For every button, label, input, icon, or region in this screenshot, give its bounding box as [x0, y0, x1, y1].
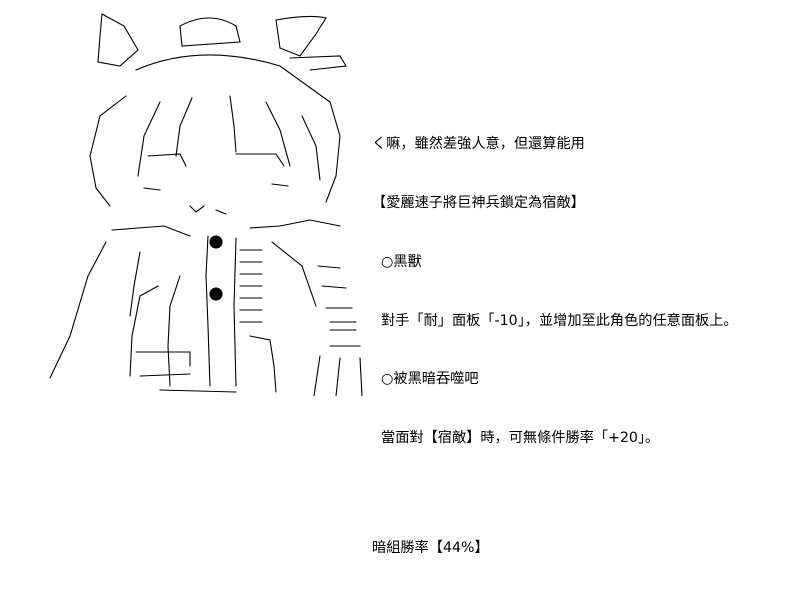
caption-line-5: ○被黑暗吞噬吧 [372, 371, 479, 388]
caption-line-7: 暗組勝率【44%】 [372, 540, 489, 557]
button-2 [209, 287, 223, 301]
coat-left [49, 241, 107, 379]
caption-line-3: ○黑獸 [372, 253, 422, 270]
bow-left [97, 13, 139, 67]
bow-right [275, 15, 327, 57]
caption-line-1: く嘛，雖然差強人意，但還算能用 [372, 136, 585, 153]
head-outline [135, 54, 341, 203]
caption-gap [372, 488, 792, 500]
head-left [89, 95, 127, 207]
right-eye [235, 153, 285, 167]
button-1 [209, 235, 223, 249]
caption-line-4: 對手「耐」面板「-10」，並增加至此角色的任意面板上。 [372, 312, 738, 329]
page: く嘛，雖然差強人意，但還算能用 【愛麗速子將巨神兵鎖定為宿敵】 ○黑獸 對手「耐… [49, 13, 738, 557]
ascii-art-figure [49, 13, 363, 396]
caption-line-6: 當面對【宿敵】時，可無條件勝率「+20」。 [372, 430, 660, 447]
bow-ribbon [289, 55, 347, 71]
caption-block: く嘛，雖然差強人意，但還算能用 【愛麗速子將巨神兵鎖定為宿敵】 ○黑獸 對手「耐… [372, 96, 792, 598]
caption-line-2: 【愛麗速子將巨神兵鎖定為宿敵】 [372, 194, 585, 211]
bow-top [179, 17, 241, 47]
left-eye [147, 153, 187, 167]
